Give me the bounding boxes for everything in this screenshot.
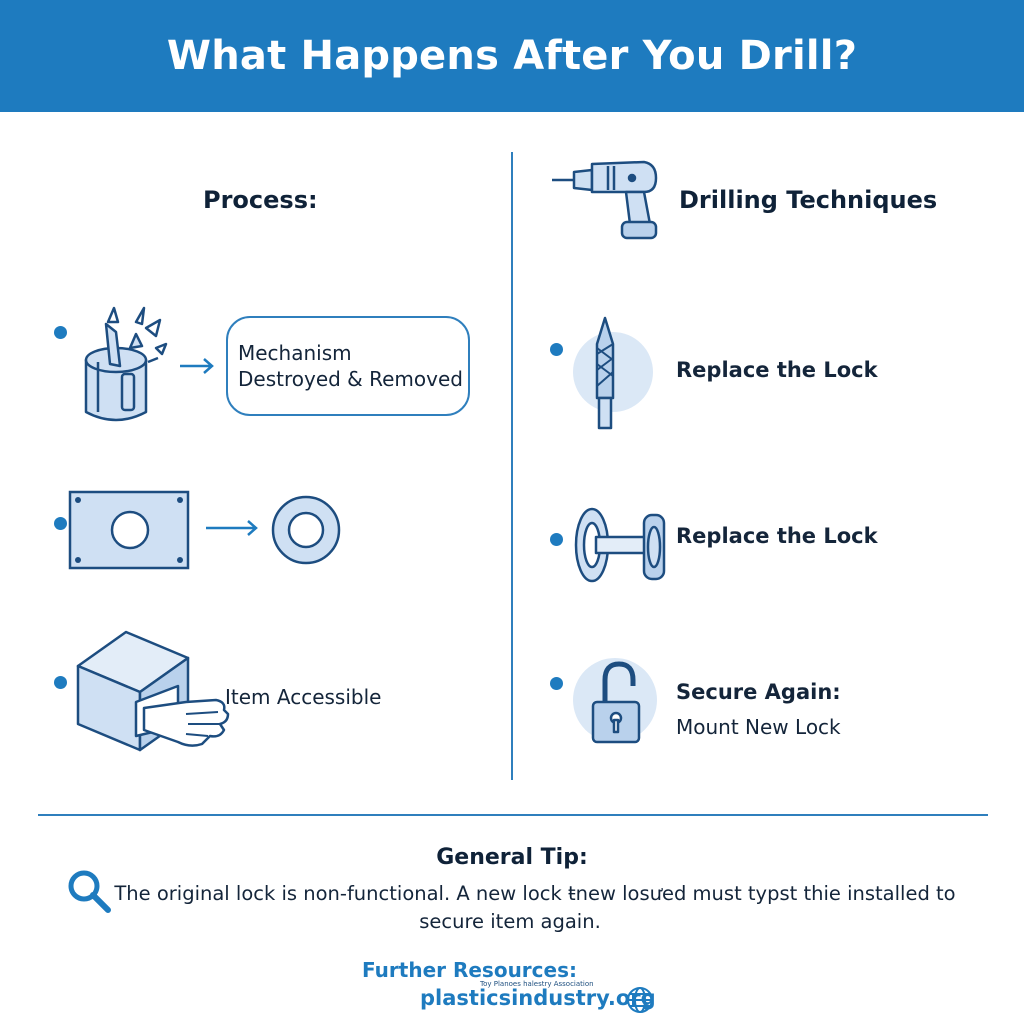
- bullet-dot: [54, 676, 67, 689]
- broken-lock-cylinder-icon: [76, 304, 176, 430]
- magnifier-icon: [66, 868, 114, 916]
- further-resources-title: Further Resources:: [362, 958, 577, 982]
- item-accessible-label: Item Accessible: [225, 685, 382, 709]
- arrow-right-icon: [204, 518, 260, 538]
- process-heading: Process:: [203, 186, 318, 214]
- section-divider: [38, 814, 988, 816]
- replace-lock-label: Replace the Lock: [676, 358, 878, 382]
- column-divider: [511, 152, 513, 780]
- bullet-dot: [54, 326, 67, 339]
- bullet-dot: [54, 517, 67, 530]
- power-drill-icon: [552, 158, 662, 242]
- plate-with-hole-icon: [68, 490, 190, 570]
- ring-washer-icon: [270, 494, 342, 566]
- step-label-line1: Mechanism: [238, 341, 352, 365]
- bullet-dot: [550, 533, 563, 546]
- drill-bit-icon: [571, 314, 657, 434]
- tip-text-line2: secure item again.: [419, 910, 601, 933]
- door-knob-icon: [574, 505, 674, 585]
- drilling-techniques-heading: Drilling Techniques: [679, 186, 938, 214]
- tip-text-line1: The original lock is non-functional. A n…: [114, 882, 956, 905]
- secure-again-label: Secure Again:: [676, 680, 841, 704]
- arrow-right-icon: [178, 356, 216, 376]
- bullet-dot: [550, 343, 563, 356]
- association-small-text: Toy Planoes halestry Association: [480, 980, 594, 988]
- header-banner: What Happens After You Drill?: [0, 0, 1024, 112]
- open-box-hand-icon: [74, 630, 234, 752]
- open-padlock-icon: [571, 658, 661, 750]
- globe-icon: [626, 986, 654, 1014]
- general-tip-title: General Tip:: [436, 845, 588, 870]
- page-title: What Happens After You Drill?: [166, 33, 858, 79]
- replace-lock-label-2: Replace the Lock: [676, 524, 878, 548]
- bullet-dot: [550, 677, 563, 690]
- mechanism-destroyed-callout: Mechanism Destroyed & Removed: [226, 316, 470, 416]
- resource-link[interactable]: plasticsindustry.org: [420, 986, 656, 1010]
- step-label-line2: Destroyed & Removed: [238, 367, 463, 391]
- mount-new-lock-label: Mount New Lock: [676, 715, 841, 739]
